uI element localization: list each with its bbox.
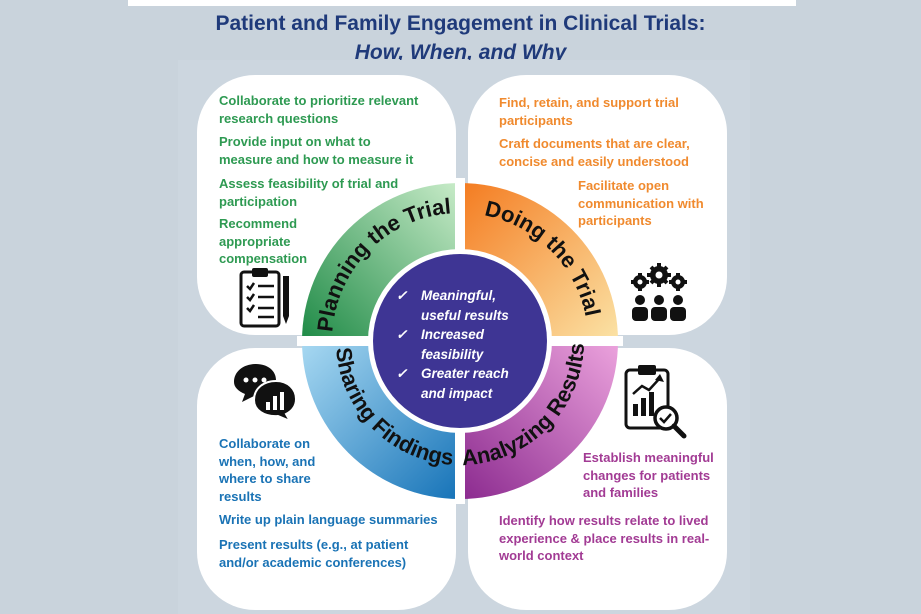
planning-item-3: Assess feasibility of trial and particip… xyxy=(219,176,399,209)
sharing-item-3: Present results (e.g., at patient and/or… xyxy=(219,537,409,570)
planning-item-1: Collaborate to prioritize relevant resea… xyxy=(219,93,419,126)
center-item-3-line-1: Greater reach xyxy=(421,366,509,381)
planning-item-2: Provide input on what to measure and how… xyxy=(219,134,414,167)
chat-bubbles-chart-icon xyxy=(234,364,298,422)
page-title: Patient and Family Engagement in Clinica… xyxy=(215,12,706,35)
center-item-2-line-2: feasibility xyxy=(421,347,485,362)
analyzing-item-1: Establish meaningful changes for patient… xyxy=(583,450,714,500)
page-subtitle: How, When, and Why xyxy=(354,41,567,64)
team-gears-icon xyxy=(631,263,687,321)
doing-item-3: Facilitate open communication with parti… xyxy=(578,178,704,228)
check-icon: ✓ xyxy=(396,366,408,381)
check-icon: ✓ xyxy=(396,288,408,303)
doing-item-1: Find, retain, and support trial particip… xyxy=(499,95,679,128)
check-icon: ✓ xyxy=(396,327,408,342)
center-item-1-line-2: useful results xyxy=(421,308,509,323)
center-item-1-line-1: Meaningful, xyxy=(421,288,496,303)
planning-item-4: Recommend appropriate compensation xyxy=(219,216,308,266)
doing-item-2: Craft documents that are clear, concise … xyxy=(499,136,690,169)
sharing-item-2: Write up plain language summaries xyxy=(219,512,438,527)
center-item-2-line-1: Increased xyxy=(421,327,485,342)
clipboard-chart-magnifier-icon xyxy=(624,365,687,439)
sharing-item-1: Collaborate on when, how, and where to s… xyxy=(219,436,316,504)
center-item-3-line-2: and impact xyxy=(421,386,493,401)
clipboard-checklist-icon xyxy=(239,268,289,328)
analyzing-item-2: Identify how results relate to lived exp… xyxy=(499,513,710,563)
top-strip xyxy=(128,0,796,6)
